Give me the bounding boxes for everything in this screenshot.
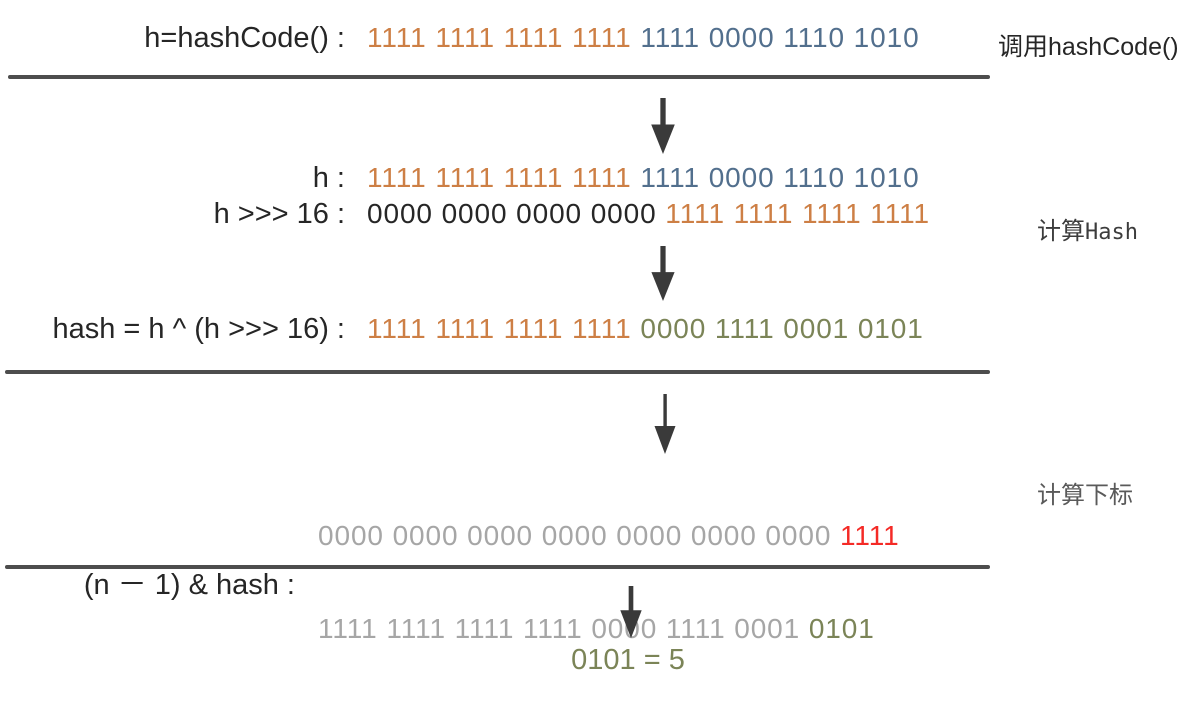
stage-label-call-hashcode: 调用hashCode() — [998, 33, 1179, 61]
h-label: h : — [312, 162, 345, 194]
h-binary: 1111 1111 1111 1111 1111 0000 1110 1010 — [367, 162, 920, 194]
divider-line — [5, 565, 990, 569]
stage-label-compute-index: 计算下标 — [1037, 482, 1133, 509]
row-hashcode: h=hashCode() : 1111 1111 1111 1111 1111 … — [0, 22, 920, 55]
row-h: h : 1111 1111 1111 1111 1111 0000 1110 1… — [0, 162, 920, 195]
binary-hash-index: 0101 — [808, 613, 875, 644]
compute-hash-word: Hash — [1085, 220, 1138, 245]
binary-high-bits: 1111 1111 1111 1111 — [367, 313, 632, 344]
down-arrow-icon — [651, 98, 675, 155]
compute-hash-cjk: 计算 — [1037, 218, 1085, 245]
binary-shifted-bits: 1111 1111 1111 1111 — [665, 198, 930, 229]
index-and-label: (n － 1) & hash : — [83, 569, 295, 601]
binary-hash-bits: 0000 1111 0001 0101 — [640, 313, 924, 344]
hash-xor-label: hash = h ^ (h >>> 16) : — [52, 313, 345, 345]
binary-low-bits: 1111 0000 1110 1010 — [640, 22, 920, 53]
h-shift-binary: 0000 0000 0000 0000 1111 1111 1111 1111 — [367, 198, 930, 230]
down-arrow-icon — [651, 246, 675, 302]
binary-mask-ones: 1111 — [840, 520, 900, 551]
down-arrow-icon — [620, 586, 642, 639]
binary-zero-bits: 0000 0000 0000 0000 — [367, 198, 657, 229]
row-index-and: (n － 1) & hash : 0000 0000 0000 0000 000… — [0, 458, 900, 706]
mask-binary: 0000 0000 0000 0000 0000 0000 0000 1111 — [318, 520, 900, 551]
divider-line — [5, 370, 990, 374]
binary-mask-zeros: 0000 0000 0000 0000 0000 0000 0000 — [318, 520, 832, 551]
stage-label-compute-hash: 计算Hash — [1037, 211, 1138, 246]
hash-binary: 1111 1111 1111 1111 0000 1111 0001 0101 — [318, 613, 900, 644]
hash-xor-binary: 1111 1111 1111 1111 0000 1111 0001 0101 — [367, 313, 924, 345]
result-value: 0101 = 5 — [571, 644, 685, 676]
row-h-shift: h >>> 16 : 0000 0000 0000 0000 1111 1111… — [0, 198, 930, 231]
binary-high-bits: 1111 1111 1111 1111 — [367, 162, 632, 193]
down-arrow-icon — [654, 394, 676, 454]
h-shift-label: h >>> 16 : — [213, 198, 345, 230]
row-hash-xor: hash = h ^ (h >>> 16) : 1111 1111 1111 1… — [0, 313, 924, 346]
hashcode-binary: 1111 1111 1111 1111 1111 0000 1110 1010 — [367, 22, 920, 54]
divider-line — [8, 75, 990, 79]
hashmap-hash-diagram: h=hashCode() : 1111 1111 1111 1111 1111 … — [0, 22, 1179, 676]
binary-low-bits: 1111 0000 1110 1010 — [640, 162, 920, 193]
hashcode-label: h=hashCode() : — [144, 22, 345, 54]
index-and-binaries: 0000 0000 0000 0000 0000 0000 0000 1111 … — [318, 458, 900, 706]
binary-hash-upper: 1111 1111 1111 1111 0000 1111 0001 — [318, 613, 801, 644]
binary-high-bits: 1111 1111 1111 1111 — [367, 22, 632, 53]
